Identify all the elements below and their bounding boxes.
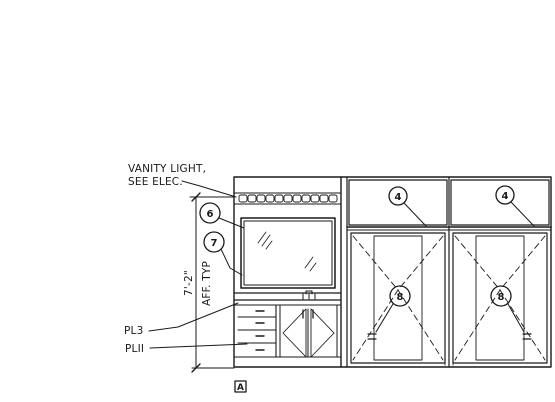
tag-8-right-circle: [490, 285, 512, 307]
dim-height-text: 7'-2": [183, 270, 195, 296]
elevation-mark-box: [234, 380, 247, 393]
vanity-light-note-line2: SEE ELEC.: [128, 176, 183, 188]
tag-4-left-circle: [388, 186, 408, 206]
tall-door-left-panel: [373, 235, 423, 361]
tag-8-left-leader: [375, 303, 394, 333]
mirror-glass: [243, 220, 333, 286]
elevation-mark-label: A: [237, 383, 244, 393]
pl3-leader: [148, 302, 239, 332]
door-pulls: [367, 333, 532, 340]
tag-4-right-leader: [510, 201, 535, 227]
tag-4-right-circle: [495, 185, 515, 205]
dim-tick-top: [191, 192, 201, 202]
sink-cabinet-doors: [282, 308, 335, 358]
tag-4-left-label: 4: [395, 192, 402, 203]
pl11-leader: [149, 343, 248, 349]
tag-4-right-label: 4: [502, 191, 509, 202]
tall-door-right-panel: [475, 235, 525, 361]
vanity-light-note-line1: VANITY LIGHT,: [128, 163, 206, 175]
tag-8-right-label: 8: [498, 292, 505, 303]
tag-6-label: 6: [207, 209, 214, 220]
pl3-note: PL3: [124, 325, 143, 337]
tag-7-circle: [203, 231, 225, 253]
dim-aff-text: AFF. TYP: [201, 261, 213, 306]
door-swing-lines: [352, 235, 546, 361]
tall-door-left: [350, 232, 446, 364]
tag-8-right-leader: [507, 303, 525, 333]
tag-6-circle: [199, 202, 221, 224]
center-dashed-stiles: [444, 235, 454, 366]
tag-7-label: 7: [211, 238, 218, 249]
upper-cabinet-left: [348, 179, 448, 226]
tall-door-right: [452, 232, 548, 364]
upper-cabinet-right: [450, 179, 550, 226]
drawer-stack: [237, 310, 277, 351]
tag-8-left-label: 8: [397, 292, 404, 303]
tag-7-leader: [220, 248, 243, 276]
tag-6-leader: [218, 217, 245, 229]
faucet: [302, 290, 316, 300]
tag-8-left-circle: [389, 285, 411, 307]
mirror-reflection-marks: [257, 231, 317, 272]
tag-4-left-leader: [403, 202, 427, 227]
vanity-light-leader: [181, 180, 237, 198]
dim-tick-bottom: [191, 363, 201, 373]
vanity-light-fixture: [238, 194, 338, 203]
elevation-outline: [233, 176, 552, 368]
mirror-frame: [240, 217, 336, 289]
pl11-note: PLII: [125, 343, 144, 355]
